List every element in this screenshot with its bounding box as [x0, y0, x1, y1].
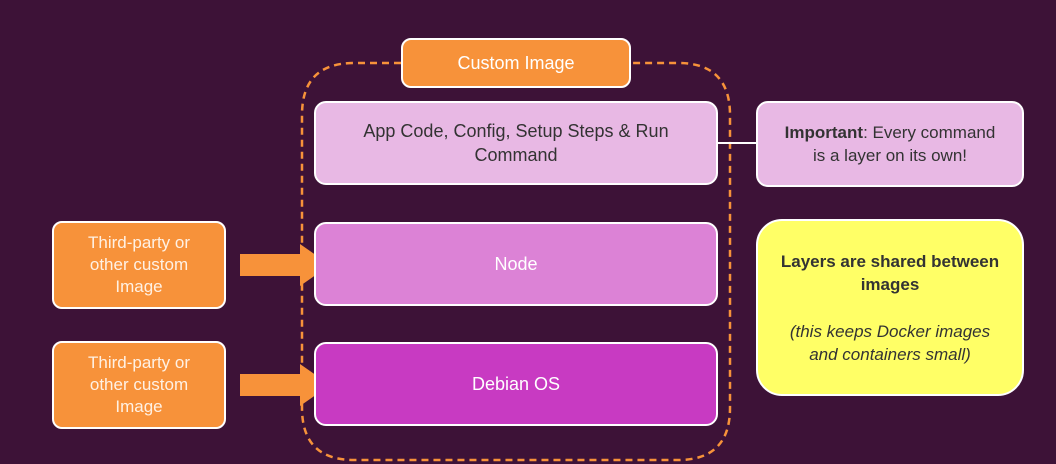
important-label: Important — [784, 123, 864, 142]
source-image-label: Third-party or other custom Image — [87, 233, 191, 296]
layer-node: Node — [314, 222, 718, 306]
important-text: : Every command is a layer on its own! — [812, 123, 996, 165]
shared-layers-detail: (this keeps Docker images and containers… — [789, 321, 991, 364]
custom-image-label: Custom Image — [401, 38, 631, 88]
important-note: Important: Every command is a layer on i… — [756, 101, 1024, 187]
shared-layers-heading: Layers are shared between images — [780, 251, 1000, 294]
layer-app-code-label: App Code, Config, Setup Steps & Run Comm… — [363, 121, 669, 165]
layer-debian-os: Debian OS — [314, 342, 718, 426]
layer-node-label: Node — [494, 254, 538, 274]
shared-layers-note: Layers are shared between images (this k… — [756, 219, 1024, 396]
important-note-text: Important: Every command is a layer on i… — [780, 121, 1000, 167]
source-image-label: Third-party or other custom Image — [87, 353, 191, 416]
arrow-icon — [240, 364, 330, 406]
layer-debian-label: Debian OS — [471, 374, 561, 394]
source-image-debian: Third-party or other custom Image — [52, 341, 226, 429]
layer-app-code: App Code, Config, Setup Steps & Run Comm… — [314, 101, 718, 185]
custom-image-dashed-boundary — [300, 61, 732, 462]
source-image-node: Third-party or other custom Image — [52, 221, 226, 309]
arrow-icon — [240, 244, 330, 286]
